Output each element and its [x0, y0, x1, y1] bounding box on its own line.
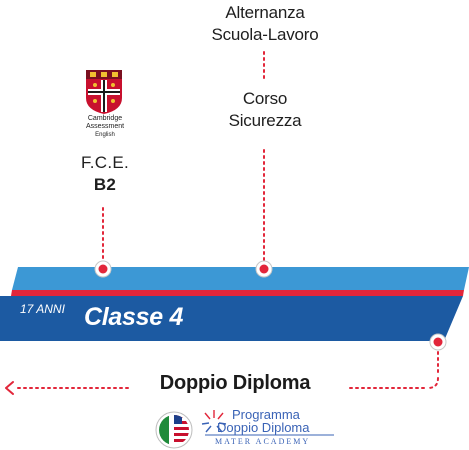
cambridge-shield-icon — [86, 70, 122, 114]
alternanza-label: Alternanza Scuola-Lavoro — [175, 2, 355, 46]
corso-line1: Corso — [242, 89, 288, 108]
band-stripe — [11, 290, 464, 296]
corso-line2: Sicurezza — [228, 111, 302, 130]
connector-exit-curve — [427, 377, 439, 389]
program-logo-line3: MATER ACADEMY — [215, 437, 311, 446]
corso-label: Corso Sicurezza — [175, 88, 355, 132]
arrow-left-icon — [5, 381, 14, 395]
program-logo-line1: Programma — [232, 407, 300, 422]
band-main — [0, 296, 463, 341]
program-logo-line2: Doppio Diploma — [217, 420, 310, 435]
band-top — [12, 267, 469, 290]
band-title: Classe 4 — [84, 303, 184, 331]
cert-name: F.C.E. — [80, 153, 130, 172]
dot-fce — [94, 260, 112, 278]
fce-label: F.C.E. B2 — [55, 152, 155, 196]
exit-label: Doppio Diploma — [159, 372, 311, 394]
dot-corso — [255, 260, 273, 278]
band-age: 17 ANNI — [20, 302, 65, 316]
flag-badge-icon — [155, 411, 193, 449]
mater-academy-logo-icon — [201, 410, 227, 433]
alternanza-line1: Alternanza — [225, 3, 305, 22]
dot-exit — [429, 333, 447, 351]
alternanza-line2: Scuola-Lavoro — [211, 25, 319, 44]
cambridge-line1: Cambridge — [87, 115, 123, 122]
cert-level: B2 — [93, 175, 117, 194]
cambridge-line3: English — [95, 132, 115, 138]
cambridge-logo-text: Cambridge Assessment English — [60, 115, 150, 139]
cambridge-line2: Assessment — [85, 123, 125, 130]
